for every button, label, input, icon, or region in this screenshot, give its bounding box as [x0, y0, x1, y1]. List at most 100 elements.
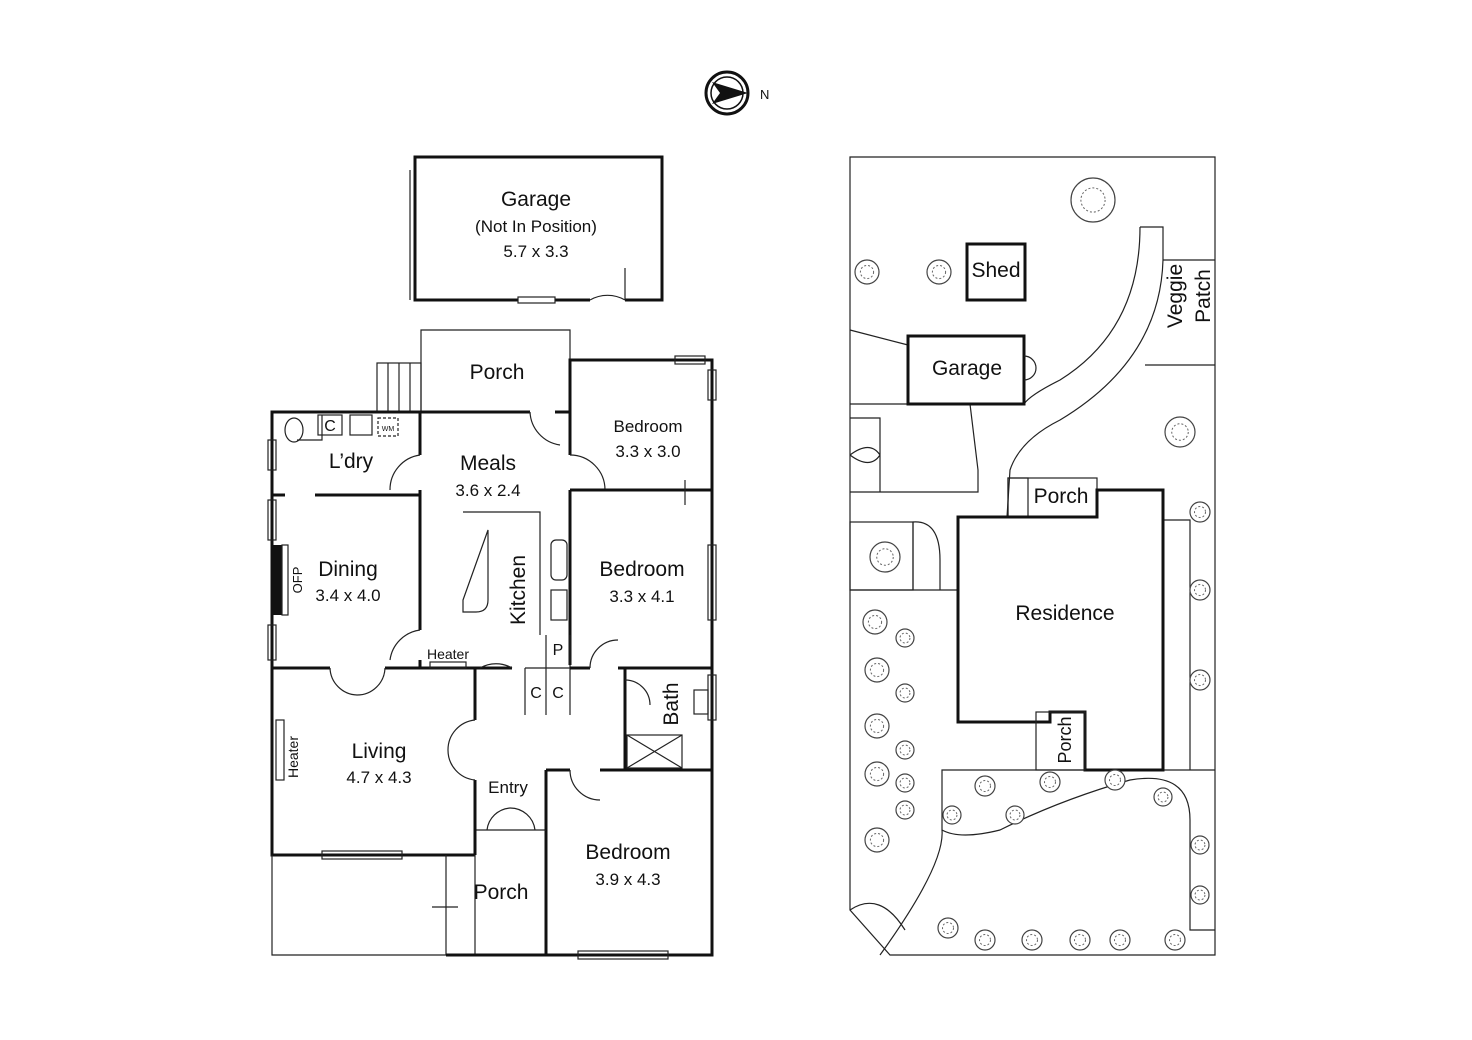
tree-canopy-icon	[899, 804, 911, 816]
tree-canopy-icon	[979, 934, 991, 946]
tree-canopy-icon	[1114, 934, 1126, 946]
tree-canopy-icon	[1080, 187, 1106, 213]
living-size: 4.7 x 4.3	[346, 768, 411, 787]
meals-label: Meals	[460, 452, 516, 475]
tree-canopy-icon	[1109, 774, 1121, 786]
bedroom-bottom-label: Bedroom	[585, 841, 670, 864]
tree-icon	[1164, 416, 1196, 448]
tree-canopy-icon	[1194, 584, 1206, 596]
tree-canopy-icon	[1194, 506, 1206, 518]
tree-canopy-icon	[899, 744, 911, 756]
heater-label: Heater	[427, 646, 469, 662]
site-boundary	[849, 156, 1216, 956]
veggie-patch-label-1: Veggie	[1164, 264, 1187, 328]
tree-canopy-icon	[1194, 889, 1206, 901]
tree-icon	[862, 609, 888, 635]
dining-label: Dining	[318, 558, 378, 581]
bath-label: Bath	[660, 682, 683, 725]
bedroom-mid-label: Bedroom	[599, 558, 684, 581]
compass-north-label: N	[760, 87, 769, 102]
site-porch-side-label: Porch	[1055, 716, 1075, 763]
tree-icon	[1189, 669, 1211, 691]
meals-size: 3.6 x 2.4	[455, 481, 520, 500]
tree-canopy-icon	[1009, 809, 1021, 821]
tree-canopy-icon	[867, 614, 883, 630]
tree-icon	[895, 800, 915, 820]
tree-canopy-icon	[1194, 674, 1206, 686]
garage-label: Garage	[501, 188, 571, 211]
residence-label: Residence	[1015, 602, 1114, 625]
veggie-patch-label-2: Patch	[1192, 269, 1215, 323]
living-heater-label: Heater	[285, 736, 301, 778]
north-compass-icon	[704, 70, 750, 116]
tree-icon	[1021, 929, 1043, 951]
site-porch-front-label: Porch	[1034, 485, 1089, 508]
garage-note: (Not In Position)	[475, 217, 597, 236]
tree-canopy-icon	[876, 548, 894, 566]
tree-canopy-icon	[931, 264, 947, 280]
tree-canopy-icon	[1044, 776, 1056, 788]
washing-machine-label: WM	[382, 426, 395, 433]
kitchen-label: Kitchen	[507, 555, 530, 625]
tree-icon	[895, 683, 915, 703]
tree-canopy-icon	[1169, 934, 1181, 946]
bedroom-top-size: 3.3 x 3.0	[615, 442, 680, 461]
site-garage-label: Garage	[932, 357, 1002, 380]
tree-canopy-icon	[869, 662, 885, 678]
tree-icon	[895, 773, 915, 793]
bedroom-top-label: Bedroom	[614, 417, 683, 436]
tree-icon	[895, 628, 915, 648]
tree-icon	[895, 740, 915, 760]
porch-bottom-label: Porch	[474, 881, 529, 904]
tree-icon	[1164, 929, 1186, 951]
living-label: Living	[352, 740, 407, 763]
tree-canopy-icon	[1074, 934, 1086, 946]
tree-icon	[1005, 805, 1025, 825]
trees	[854, 177, 1211, 951]
tree-icon	[1189, 579, 1211, 601]
site-garage-outline	[906, 334, 1026, 406]
tree-icon	[1190, 885, 1210, 905]
tree-icon	[864, 713, 890, 739]
tree-icon	[974, 929, 996, 951]
house-floorplan	[267, 155, 717, 960]
tree-icon	[1069, 929, 1091, 951]
bedroom-bottom-size: 3.9 x 4.3	[595, 870, 660, 889]
tree-icon	[926, 259, 952, 285]
shed-label: Shed	[971, 259, 1020, 282]
basin-icon	[693, 689, 709, 715]
garage-size: 5.7 x 3.3	[503, 242, 568, 261]
tree-canopy-icon	[942, 922, 954, 934]
tree-icon	[869, 541, 901, 573]
tree-icon	[1104, 769, 1126, 791]
tree-icon	[1109, 929, 1131, 951]
tree-icon	[864, 657, 890, 683]
site-plan	[849, 156, 1216, 956]
tree-canopy-icon	[946, 809, 958, 821]
ofp-label: OFP	[290, 567, 305, 594]
tree-canopy-icon	[899, 687, 911, 699]
tree-canopy-icon	[979, 780, 991, 792]
tree-icon	[864, 827, 890, 853]
tree-canopy-icon	[869, 766, 885, 782]
tree-icon	[854, 259, 880, 285]
tree-canopy-icon	[1026, 934, 1038, 946]
tree-canopy-icon	[899, 777, 911, 789]
tree-icon	[1039, 771, 1061, 793]
tree-icon	[1190, 835, 1210, 855]
pantry-label: P	[553, 642, 564, 659]
tree-canopy-icon	[899, 632, 911, 644]
tree-icon	[974, 775, 996, 797]
cupboard-label-1: C	[530, 685, 542, 702]
porch-top-label: Porch	[470, 361, 525, 384]
laundry-cupboard-label: C	[324, 418, 336, 435]
tree-icon	[1153, 787, 1173, 807]
cupboard-label-2: C	[552, 685, 564, 702]
tree-icon	[942, 805, 962, 825]
tree-canopy-icon	[869, 718, 885, 734]
tree-icon	[1189, 501, 1211, 523]
bedroom-mid-size: 3.3 x 4.1	[609, 587, 674, 606]
dining-size: 3.4 x 4.0	[315, 586, 380, 605]
tree-canopy-icon	[859, 264, 875, 280]
